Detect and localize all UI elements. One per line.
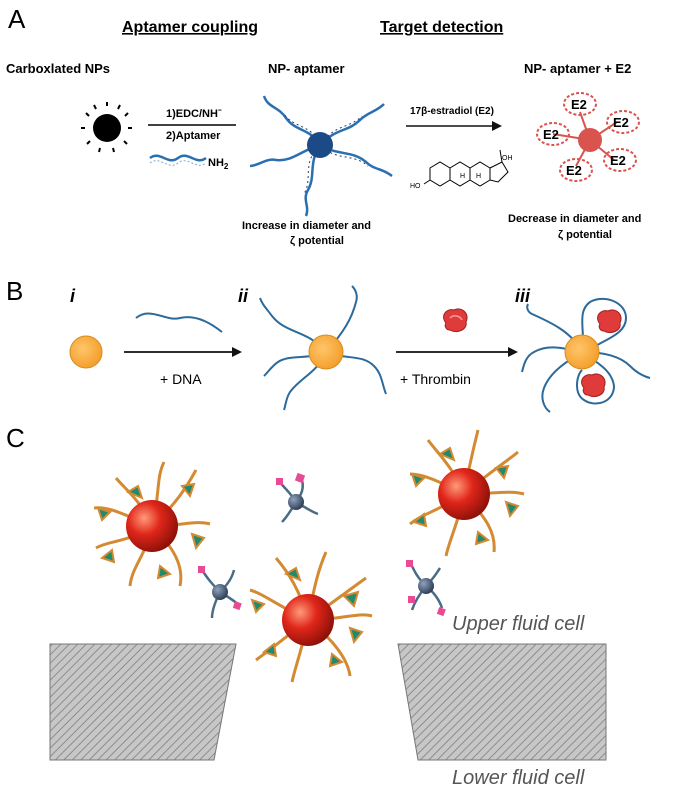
panel-b: B i ii iii + DNA + Thrombin	[6, 276, 651, 413]
plus-dna-label: + DNA	[160, 371, 202, 387]
panel-a-letter: A	[8, 4, 26, 34]
large-np-1	[93, 461, 211, 587]
ho-label: HO	[410, 183, 421, 190]
stage-ii-label: ii	[238, 286, 249, 306]
e2-label-1: E2	[571, 97, 587, 112]
header-aptamer-coupling: Aptamer coupling	[122, 19, 258, 36]
h-label-1: H	[476, 173, 481, 180]
panel-c-letter: C	[6, 423, 25, 453]
np-aptamer-icon	[249, 95, 393, 217]
panel-c: C Upper fluid cell Lower fluid cell	[6, 423, 607, 789]
decrease-line1: Decrease in diameter and	[508, 213, 641, 225]
plus-thrombin-label: + Thrombin	[400, 371, 471, 387]
header-target-detection: Target detection	[380, 19, 503, 36]
aptamer-strand-icon	[149, 154, 207, 166]
large-np-3	[409, 429, 525, 557]
h-label-2: H	[460, 173, 465, 180]
small-np-3	[406, 560, 446, 617]
dna-coated-np-icon	[259, 285, 387, 411]
thrombin-icon	[443, 308, 468, 333]
panel-b-letter: B	[6, 276, 23, 306]
membrane-right	[397, 643, 607, 761]
upper-fluid-label: Upper fluid cell	[452, 613, 585, 635]
increase-line2: ζ potential	[290, 235, 344, 247]
estradiol-label: 17β-estradiol (E2)	[410, 106, 494, 117]
panel-a: A Aptamer coupling Target detection Carb…	[6, 4, 641, 247]
thrombin-bound-np-icon	[521, 297, 651, 413]
np-aptamer-e2-icon	[536, 92, 640, 182]
e2-label-3: E2	[613, 115, 629, 130]
step2-label: 2)Aptamer	[166, 130, 221, 142]
np-aptamer-label: NP- aptamer	[268, 61, 345, 76]
bound-thrombin-icon-1	[597, 309, 622, 334]
stage-i-label: i	[70, 286, 76, 306]
increase-line1: Increase in diameter and	[242, 220, 371, 232]
carboxylated-nps-label: Carboxlated NPs	[6, 61, 110, 76]
e2-label-4: E2	[566, 163, 582, 178]
oh-label: OH	[502, 155, 513, 162]
small-np-1	[276, 472, 319, 523]
carboxylated-np-icon	[81, 102, 132, 153]
decrease-line2: ζ potential	[558, 229, 612, 241]
nh2-label: NH2	[208, 157, 229, 171]
bound-thrombin-icon-2	[581, 373, 606, 398]
e2-label-5: E2	[610, 153, 626, 168]
step1-label: 1)EDC/NHˉ	[166, 108, 222, 120]
dna-strand-icon	[135, 312, 223, 333]
stage-iii-label: iii	[515, 286, 531, 306]
large-np-2	[249, 551, 373, 683]
e2-label-2: E2	[543, 127, 559, 142]
np-aptamer-e2-label: NP- aptamer + E2	[524, 61, 631, 76]
lower-fluid-label: Lower fluid cell	[452, 767, 585, 789]
membrane-left	[49, 643, 237, 761]
small-np-2	[198, 566, 242, 619]
estradiol-structure-icon	[423, 149, 509, 187]
bare-np-icon	[69, 335, 103, 369]
